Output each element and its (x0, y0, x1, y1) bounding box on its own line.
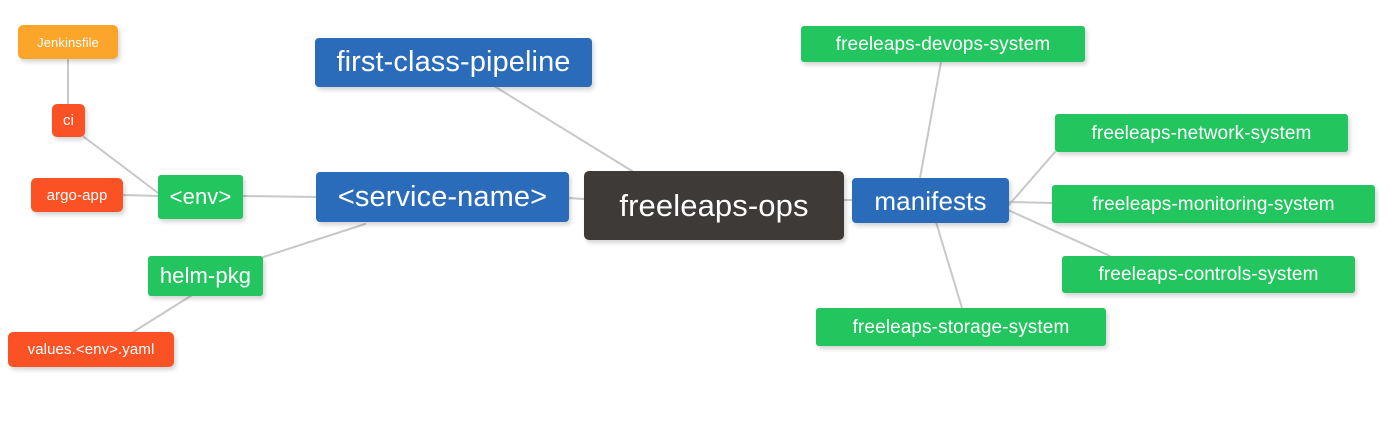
node-devops-system-label: freeleaps-devops-system (835, 33, 1051, 55)
node-jenkinsfile[interactable]: Jenkinsfile (18, 25, 118, 59)
edge-manifests-network (1007, 151, 1056, 207)
node-values-yaml[interactable]: values.<env>.yaml (8, 332, 174, 367)
node-storage-system[interactable]: freeleaps-storage-system (816, 308, 1106, 346)
edge-manifests-devops (919, 61, 942, 179)
node-controls-system-label: freeleaps-controls-system (1098, 264, 1319, 285)
edge-argoapp-env (121, 194, 161, 197)
node-service-name-label: <service-name> (337, 180, 548, 213)
node-helm-pkg-label: helm-pkg (159, 263, 252, 288)
node-first-class-pipeline[interactable]: first-class-pipeline (315, 38, 592, 87)
node-helm-pkg[interactable]: helm-pkg (148, 256, 263, 296)
node-manifests-label: manifests (874, 185, 987, 216)
node-network-system-label: freeleaps-network-system (1091, 122, 1312, 144)
edge-values-helmpkg (129, 291, 198, 335)
node-first-class-pipeline-label: first-class-pipeline (336, 46, 571, 78)
node-env[interactable]: <env> (158, 175, 243, 219)
edge-manifests-storage (935, 221, 963, 309)
node-argo-app-label: argo-app (46, 186, 108, 204)
edge-pipeline-root (493, 85, 633, 172)
node-devops-system[interactable]: freeleaps-devops-system (801, 26, 1085, 62)
node-storage-system-label: freeleaps-storage-system (852, 316, 1070, 338)
node-root-freeleaps-ops[interactable]: freeleaps-ops (584, 171, 844, 240)
node-jenkinsfile-label: Jenkinsfile (37, 34, 99, 50)
node-root-label: freeleaps-ops (619, 188, 809, 223)
node-monitoring-system[interactable]: freeleaps-monitoring-system (1052, 185, 1375, 223)
node-ci[interactable]: ci (52, 104, 85, 137)
node-ci-label: ci (62, 112, 75, 129)
node-service-name[interactable]: <service-name> (316, 172, 569, 222)
node-manifests[interactable]: manifests (852, 178, 1009, 223)
edge-servicename-root (567, 197, 585, 200)
node-values-yaml-label: values.<env>.yaml (27, 341, 155, 358)
node-env-label: <env> (169, 184, 232, 209)
edge-helmpkg-servicename (250, 223, 366, 262)
node-argo-app[interactable]: argo-app (31, 178, 123, 212)
node-controls-system[interactable]: freeleaps-controls-system (1062, 256, 1355, 293)
node-network-system[interactable]: freeleaps-network-system (1055, 114, 1348, 152)
edge-env-servicename (241, 195, 317, 198)
node-monitoring-system-label: freeleaps-monitoring-system (1092, 193, 1335, 215)
edge-manifests-monitoring (1007, 201, 1053, 204)
